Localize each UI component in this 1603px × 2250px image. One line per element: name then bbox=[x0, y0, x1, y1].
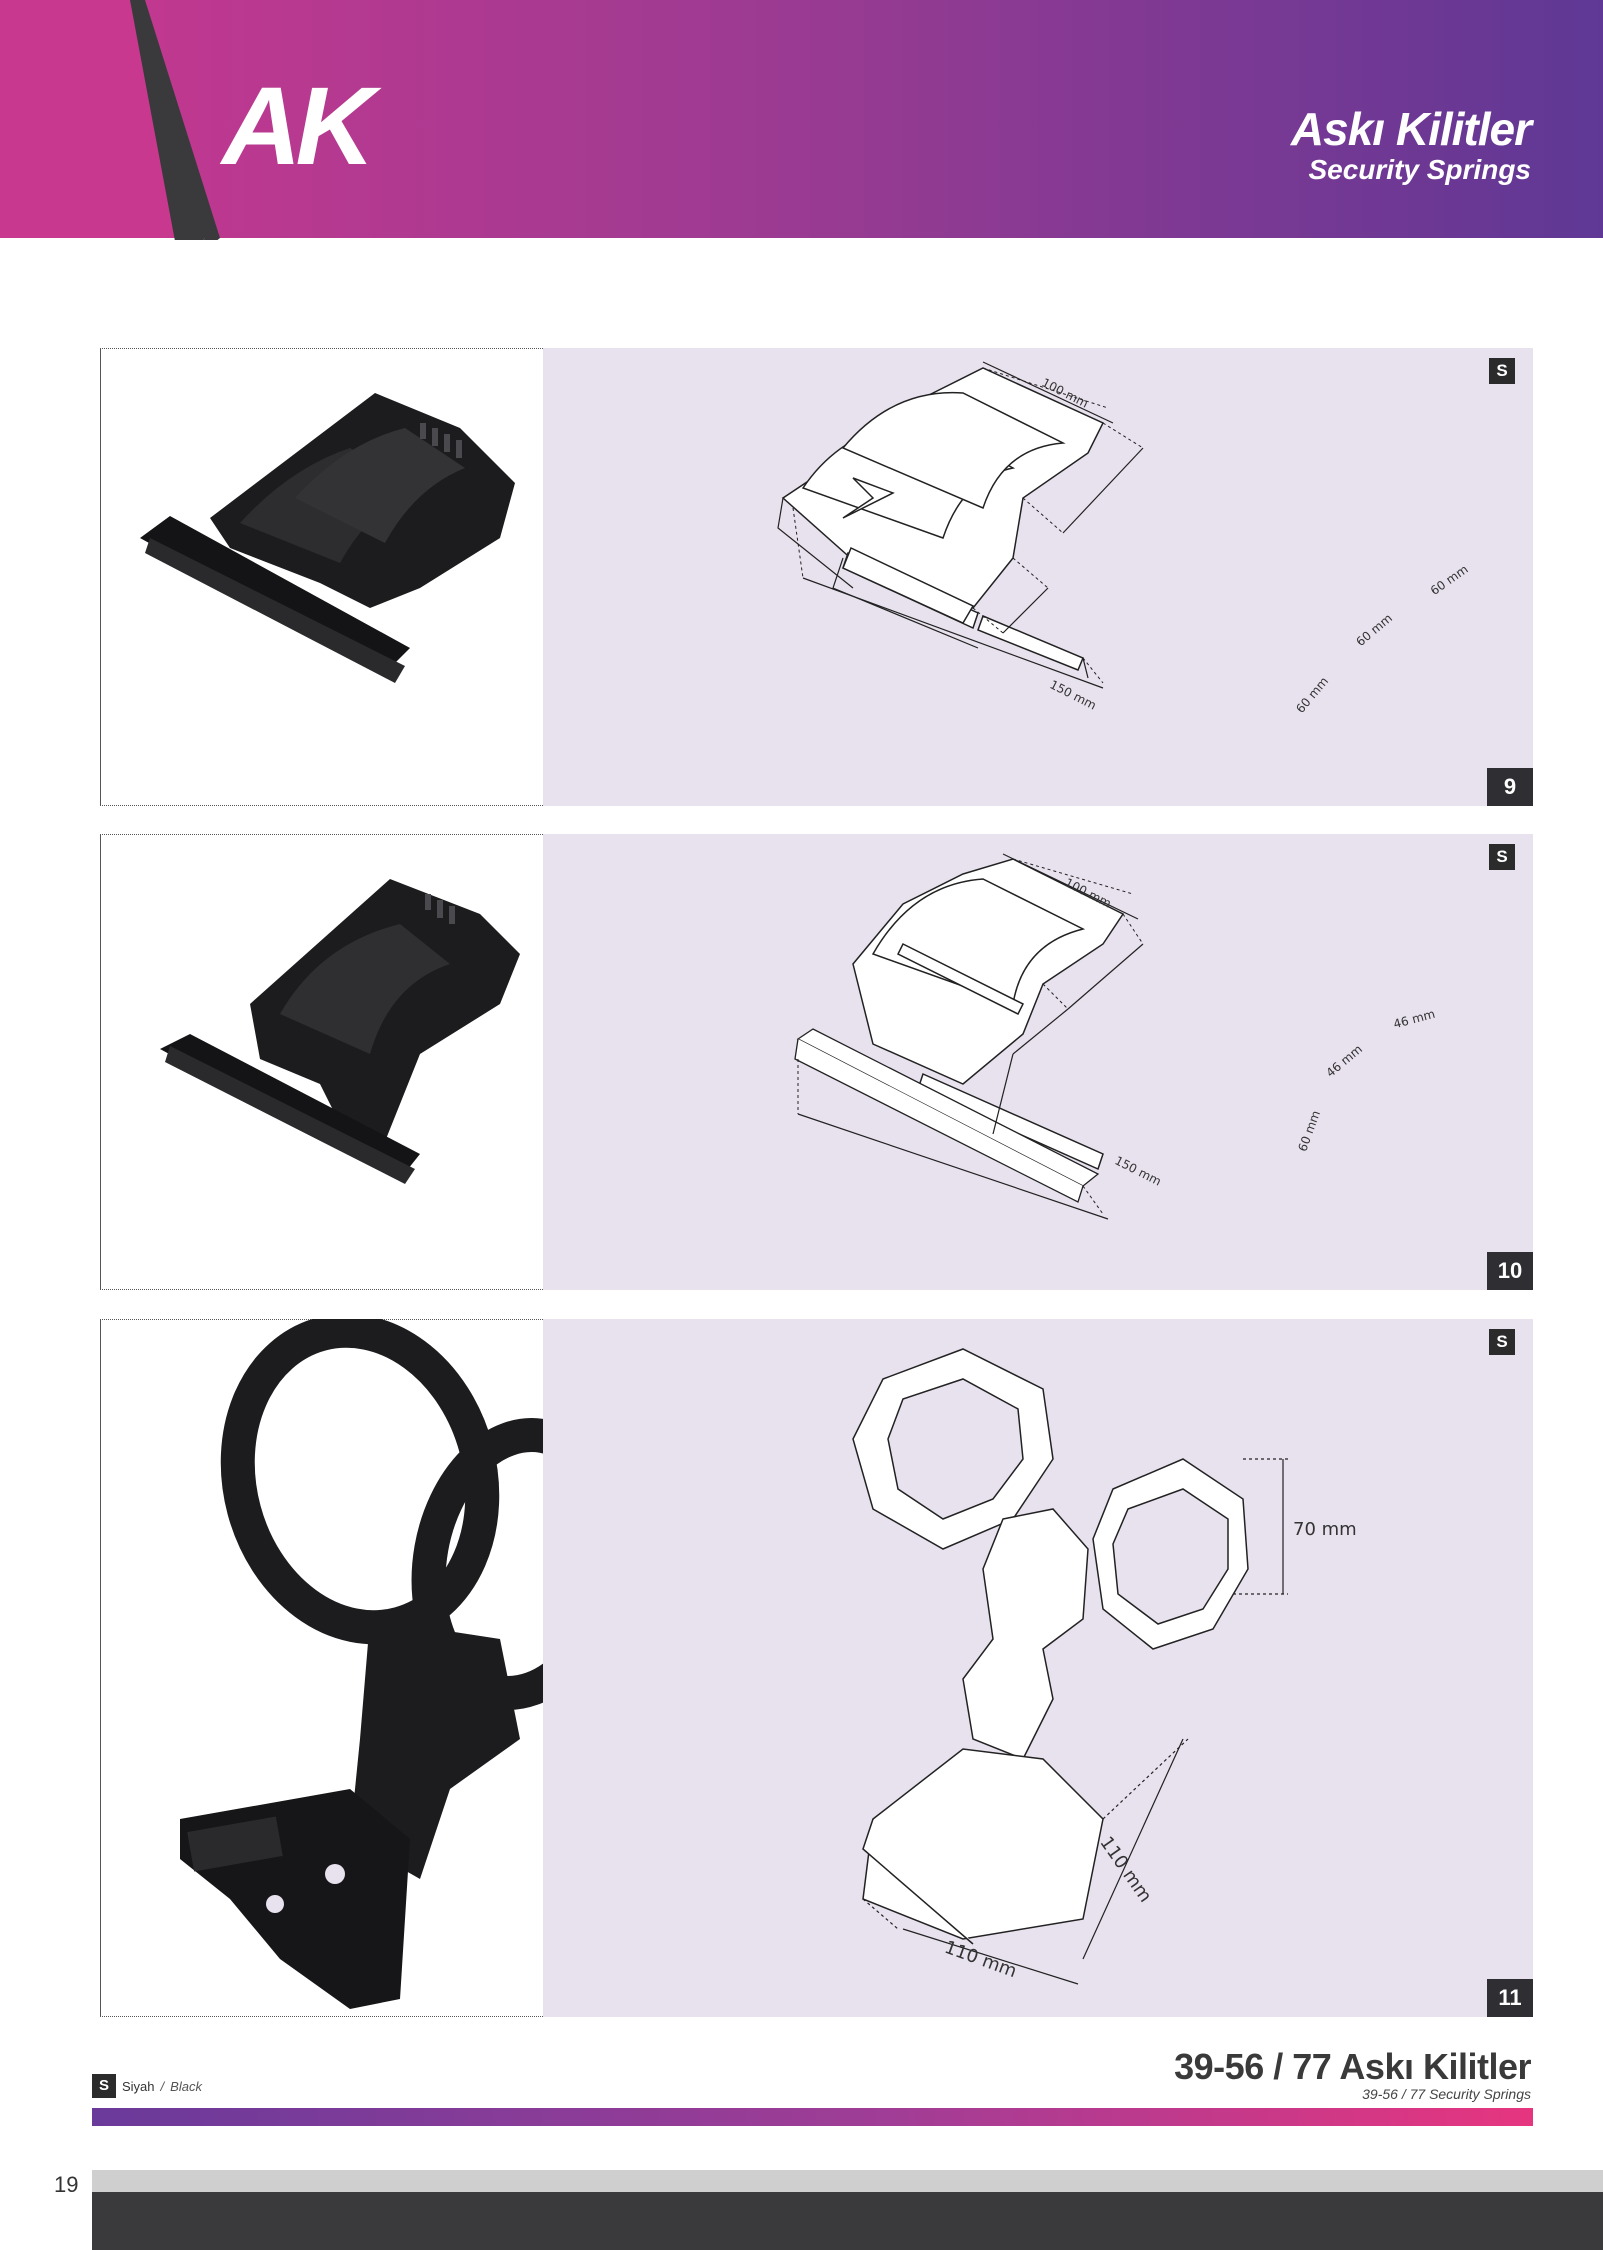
guide-line bbox=[100, 348, 101, 806]
guide-line bbox=[100, 1319, 101, 2017]
technical-drawing-graphic bbox=[777, 361, 1144, 689]
technical-drawing-9: 100 mm 60 mm 60 mm 60 mm 150 mm S 9 bbox=[543, 348, 1533, 806]
brand-logo-text: AK bbox=[222, 65, 375, 188]
technical-drawing-11: 70 mm 110 mm 110 mm S 11 bbox=[543, 1319, 1533, 2017]
legend-label-en: Black bbox=[170, 2078, 202, 2094]
product-number-badge: 10 bbox=[1487, 1252, 1533, 1290]
footer-gradient-bar bbox=[92, 2108, 1533, 2126]
product-photo-9 bbox=[120, 348, 543, 806]
product-photo-graphic bbox=[180, 1319, 543, 2009]
bottom-band-light bbox=[92, 2170, 1603, 2192]
color-code-badge: S bbox=[1489, 1329, 1515, 1355]
legend-separator: / bbox=[160, 2078, 165, 2094]
page-subtitle: Security Springs bbox=[1308, 154, 1531, 185]
color-code-badge: S bbox=[1489, 844, 1515, 870]
color-code-badge: S bbox=[1489, 358, 1515, 384]
color-legend: S Siyah / Black bbox=[92, 2074, 202, 2098]
product-number-badge: 11 bbox=[1487, 1979, 1533, 2017]
header-banner-graphic bbox=[0, 0, 1603, 240]
guide-line-top bbox=[100, 348, 543, 349]
product-panel-10: 100 mm 46 mm 46 mm 60 mm 150 mm S 10 bbox=[100, 834, 1533, 1290]
product-number-badge: 9 bbox=[1487, 768, 1533, 806]
dimension-label: 70 mm bbox=[1293, 1519, 1357, 1540]
footer-title: 39-56 / 77 Askı Kilitler bbox=[1174, 2046, 1531, 2087]
product-panel-11: 70 mm 110 mm 110 mm S 11 bbox=[100, 1319, 1533, 2017]
guide-line bbox=[100, 834, 101, 1290]
page-title: Askı Kilitler bbox=[1290, 103, 1532, 155]
guide-line-bottom bbox=[100, 2016, 543, 2017]
legend-label-tr: Siyah bbox=[122, 2078, 155, 2094]
product-photo-graphic bbox=[160, 879, 520, 1184]
technical-drawing-graphic bbox=[794, 853, 1144, 1220]
legend-color-code: S bbox=[92, 2074, 116, 2098]
technical-drawing-10: 100 mm 46 mm 46 mm 60 mm 150 mm S 10 bbox=[543, 834, 1533, 1290]
footer-subtitle: 39-56 / 77 Security Springs bbox=[1362, 2086, 1531, 2102]
guide-line-top bbox=[100, 834, 543, 835]
bottom-band-dark bbox=[92, 2192, 1603, 2250]
technical-drawing-graphic bbox=[852, 1348, 1288, 1985]
page-number: 19 bbox=[54, 2172, 79, 2197]
guide-line-bottom bbox=[100, 1289, 543, 1290]
guide-line-bottom bbox=[100, 805, 543, 806]
product-photo-10 bbox=[120, 834, 543, 1290]
page-header: AK Askı Kilitler Security Springs bbox=[0, 0, 1603, 240]
product-photo-graphic bbox=[140, 393, 515, 683]
product-panel-9: 100 mm 60 mm 60 mm 60 mm 150 mm S 9 bbox=[100, 348, 1533, 806]
product-photo-11 bbox=[120, 1319, 543, 2017]
